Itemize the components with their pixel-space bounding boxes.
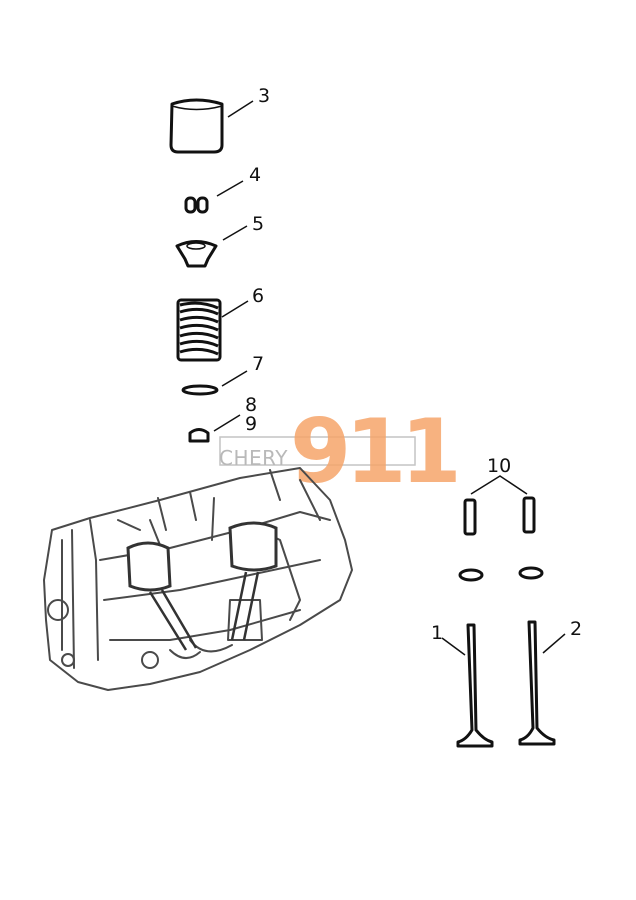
part-9-valve-stem-seal [188, 428, 210, 443]
watermark-brand: CHERY [219, 446, 288, 470]
leader-line-6 [221, 300, 249, 318]
valve-seals-right [458, 566, 544, 582]
leader-line-5 [222, 225, 248, 241]
part-3-tappet [169, 98, 224, 154]
callout-10: 10 [487, 455, 511, 477]
leader-line-7 [221, 370, 248, 387]
part-5-spring-retainer [175, 240, 218, 268]
part-10-valve-guides [463, 496, 536, 536]
part-2-exhaust-valve [518, 620, 556, 746]
part-6-valve-spring [176, 298, 222, 362]
leader-line-2 [542, 633, 566, 654]
leader-line-3 [227, 100, 254, 118]
leader-line-10 [470, 475, 528, 495]
leader-line-4 [216, 180, 244, 197]
part-4-valve-keepers [184, 196, 209, 214]
watermark-number: 911 [290, 400, 456, 503]
callout-4: 4 [249, 164, 261, 186]
leader-line-1 [441, 637, 466, 656]
callout-3: 3 [258, 85, 270, 107]
callout-9: 9 [245, 413, 257, 435]
callout-1: 1 [431, 622, 443, 644]
callout-2: 2 [570, 618, 582, 640]
callout-7: 7 [252, 353, 264, 375]
cylinder-head-illustration [43, 467, 353, 691]
callout-6: 6 [252, 285, 264, 307]
callout-5: 5 [252, 213, 264, 235]
leader-line-9 [213, 414, 241, 432]
watermark: 911 CHERY [219, 400, 462, 503]
part-7-spring-seat [181, 384, 219, 396]
callout-8: 8 [245, 394, 257, 416]
part-1-intake-valve [456, 623, 494, 748]
watermark-frame [219, 436, 416, 466]
